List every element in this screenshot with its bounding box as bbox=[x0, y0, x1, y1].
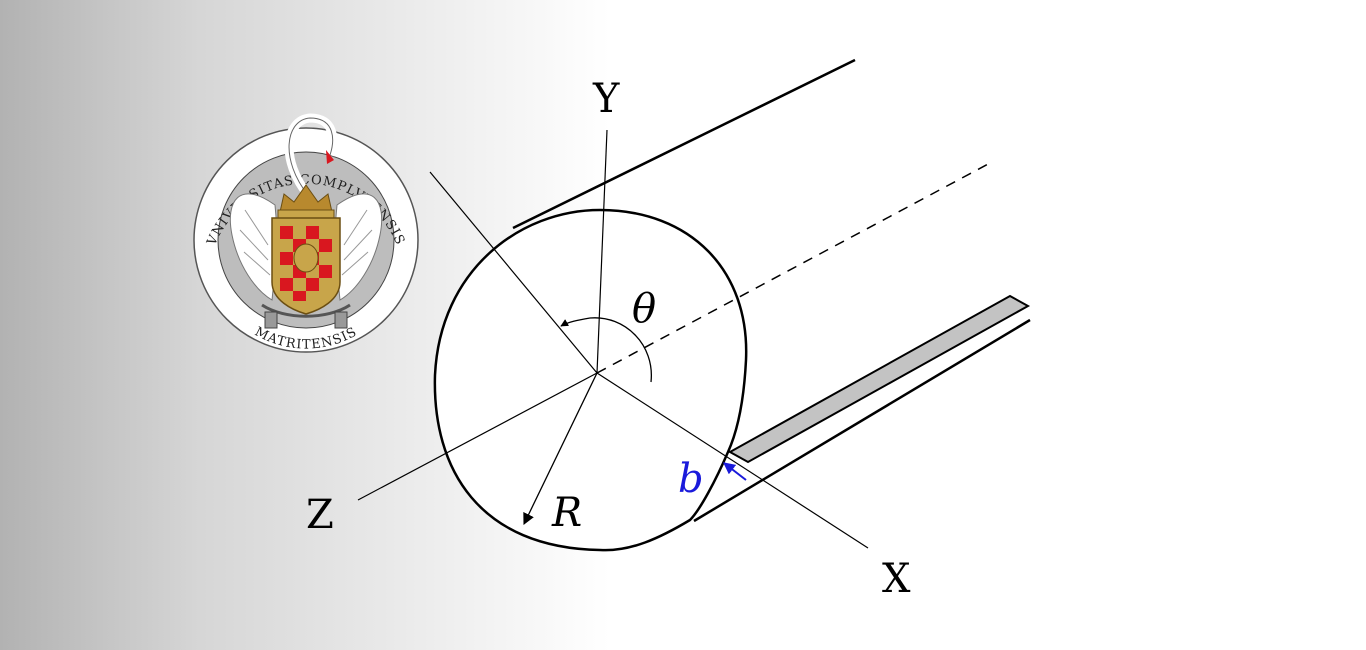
angle-label: θ bbox=[632, 286, 656, 332]
right-wing bbox=[333, 193, 383, 301]
z-axis-label: Z bbox=[306, 492, 334, 538]
radius-indicator: R bbox=[523, 372, 598, 536]
crown bbox=[279, 184, 333, 213]
width-label: b bbox=[678, 456, 704, 502]
y-axis-line bbox=[596, 129, 608, 374]
z-axis-line bbox=[357, 372, 598, 501]
contact-strip bbox=[727, 294, 1031, 464]
swan-beak bbox=[326, 150, 334, 164]
university-seal: VNIVERSITAS COMPLVTENSIS MATRITENSIS bbox=[193, 113, 419, 353]
cylinder-axis-dashed bbox=[596, 162, 991, 374]
angle-arc bbox=[560, 317, 652, 383]
cylinder-top-edge bbox=[512, 58, 856, 230]
radius-label: R bbox=[551, 490, 582, 536]
cylinder bbox=[433, 58, 1031, 552]
reference-radius-line bbox=[429, 171, 598, 374]
angle-indicator: θ bbox=[560, 286, 656, 383]
x-axis-label: X bbox=[882, 556, 911, 602]
cross-section-circle bbox=[433, 208, 748, 552]
coordinate-axes: Y Z X bbox=[306, 76, 911, 602]
width-indicator: b bbox=[678, 456, 747, 502]
cylinder-bottom-edge bbox=[693, 318, 1031, 523]
y-axis-label: Y bbox=[592, 76, 620, 122]
width-arrow bbox=[723, 462, 747, 481]
left-wing bbox=[229, 193, 279, 301]
x-axis-line bbox=[596, 372, 869, 549]
radius-arrow bbox=[523, 372, 598, 526]
seal-cord bbox=[261, 303, 351, 318]
